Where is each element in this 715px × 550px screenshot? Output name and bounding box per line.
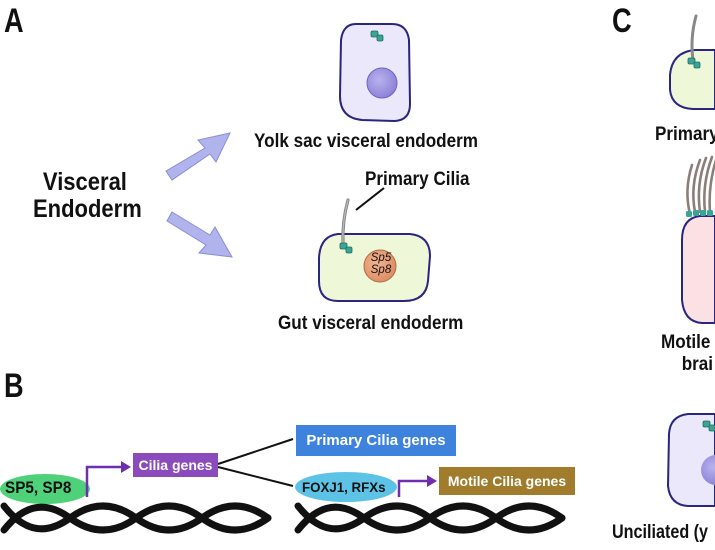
yolk-sac-cell: [338, 23, 412, 123]
panel-c-motile-line2: brai: [681, 354, 714, 375]
panel-c-primary-cell: [669, 14, 715, 110]
gut-label: Gut visceral endoderm: [278, 313, 464, 334]
basal-body-icon: [339, 242, 353, 254]
gut-cell: [318, 198, 432, 302]
panel-c-motile-label: Motile brai: [661, 332, 713, 376]
panel-c-primary-label: Primary: [655, 124, 715, 145]
promoter-arrow-right: [397, 475, 437, 497]
basal-body-icon: [687, 57, 701, 69]
nucleus-text-sp8: Sp8: [370, 264, 392, 276]
panel-label-a: A: [4, 2, 24, 40]
visceral-endoderm-line2: Endoderm: [33, 195, 142, 223]
foxj1-rfxs-oval: [295, 472, 397, 502]
primary-cilia-label: Primary Cilia: [365, 169, 470, 190]
dna-helix-left: [0, 502, 272, 534]
gut-nucleus: [363, 249, 397, 283]
panel-c-unciliated-cell: [666, 413, 715, 507]
panel-c-motile-cell: [681, 155, 715, 324]
primary-cilia-genes-box: Primary Cilia genes: [296, 425, 456, 456]
motile-cilia-genes-box: Motile Cilia genes: [439, 467, 575, 495]
panel-label-b: B: [4, 367, 24, 405]
panel-label-c: C: [612, 2, 632, 40]
visceral-endoderm-label: Visceral Endoderm: [33, 168, 142, 223]
sp5-sp8-label: SP5, SP8: [5, 478, 72, 497]
arrow-to-yolk-sac: [165, 132, 231, 181]
panel-c-unciliated-label: Unciliated (y: [612, 522, 709, 543]
branch-line-motile: [217, 466, 294, 487]
cilia-genes-box: Cilia genes: [133, 453, 218, 477]
unciliated-nucleus: [701, 455, 715, 485]
foxj1-rfxs-label: FOXJ1, RFXs: [302, 479, 386, 495]
yolk-sac-nucleus: [366, 67, 398, 99]
basal-body-icon: [702, 420, 715, 432]
motile-cilia-bundle: [686, 155, 715, 216]
dna-helix-right: [294, 502, 566, 534]
branch-line-primary: [217, 438, 294, 465]
arrow-to-gut: [166, 211, 233, 258]
sp5-sp8-oval: [0, 474, 90, 504]
nucleus-text-sp5: Sp5: [370, 252, 392, 264]
yolk-sac-label: Yolk sac visceral endoderm: [254, 131, 479, 152]
gut-nucleus-text: Sp5 Sp8: [364, 252, 398, 276]
primary-cilia-pointer: [355, 187, 385, 211]
visceral-endoderm-line1: Visceral: [42, 168, 127, 196]
basal-body-icon: [686, 210, 713, 217]
panel-c-motile-line1: Motile: [661, 332, 711, 353]
promoter-arrow-left: [85, 461, 131, 497]
basal-body-icon: [370, 30, 384, 42]
